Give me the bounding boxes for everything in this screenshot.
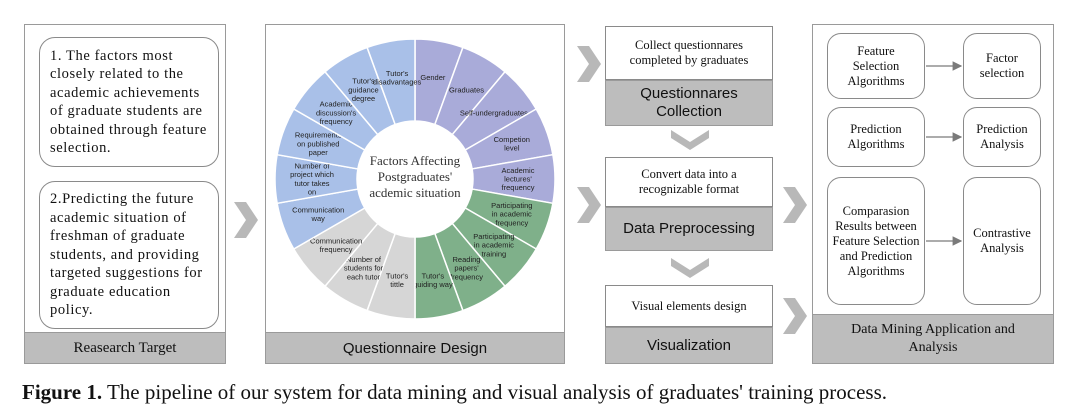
contrastive-analysis-box: Contrastive Analysis (963, 177, 1041, 305)
questionnaire-label: Questionnaire Design (266, 332, 564, 363)
chevron-right-icon (783, 187, 807, 223)
research-target-item-1: 1. The factors most closely related to t… (39, 37, 219, 167)
prediction-algorithms-box: Prediction Algorithms (827, 107, 925, 167)
factor-donut-chart: GenderGraduatesSelf-undergraduatesCompet… (274, 38, 556, 320)
arrow-connectors (926, 61, 963, 246)
analysis-panel: Feature Selection Algorithms Factor sele… (812, 24, 1054, 364)
research-target-item-2: 2.Predicting the future academic situati… (39, 181, 219, 329)
preprocessing-step: Data Preprocessing (605, 207, 773, 251)
research-target-label: Reasearch Target (25, 332, 225, 363)
analysis-label: Data Mining Application and Analysis (813, 314, 1053, 363)
figure-caption: Figure 1. The pipeline of our system for… (22, 380, 887, 405)
donut-segment-label: Gender (420, 73, 446, 82)
chevron-right-icon (234, 202, 258, 238)
comparison-results-box: Comparasion Results between Feature Sele… (827, 177, 925, 305)
chevron-down-icon (671, 258, 709, 278)
prediction-analysis-box: Prediction Analysis (963, 107, 1041, 167)
research-target-panel: 1. The factors most closely related to t… (24, 24, 226, 364)
chevron-right-icon (577, 187, 601, 223)
collect-step-text: Collect questionnares completed by gradu… (605, 26, 773, 80)
collection-step: Questionnares Collection (605, 80, 773, 126)
factor-selection-box: Factor selection (963, 33, 1041, 99)
convert-step-text: Convert data into a recognizable format (605, 157, 773, 207)
donut-segment-label: Self-undergraduates (460, 108, 528, 117)
caption-text: The pipeline of our system for data mini… (106, 380, 887, 404)
donut-segment-label: Graduates (449, 85, 484, 94)
visual-step-text: Visual elements design (605, 285, 773, 327)
chevron-right-icon (577, 46, 601, 82)
chevron-right-icon (783, 298, 807, 334)
visualization-step: Visualization (605, 327, 773, 364)
donut-center (358, 122, 472, 236)
feature-selection-box: Feature Selection Algorithms (827, 33, 925, 99)
donut-segment (366, 38, 416, 126)
chevron-down-icon (671, 130, 709, 150)
caption-bold: Figure 1. (22, 380, 103, 404)
